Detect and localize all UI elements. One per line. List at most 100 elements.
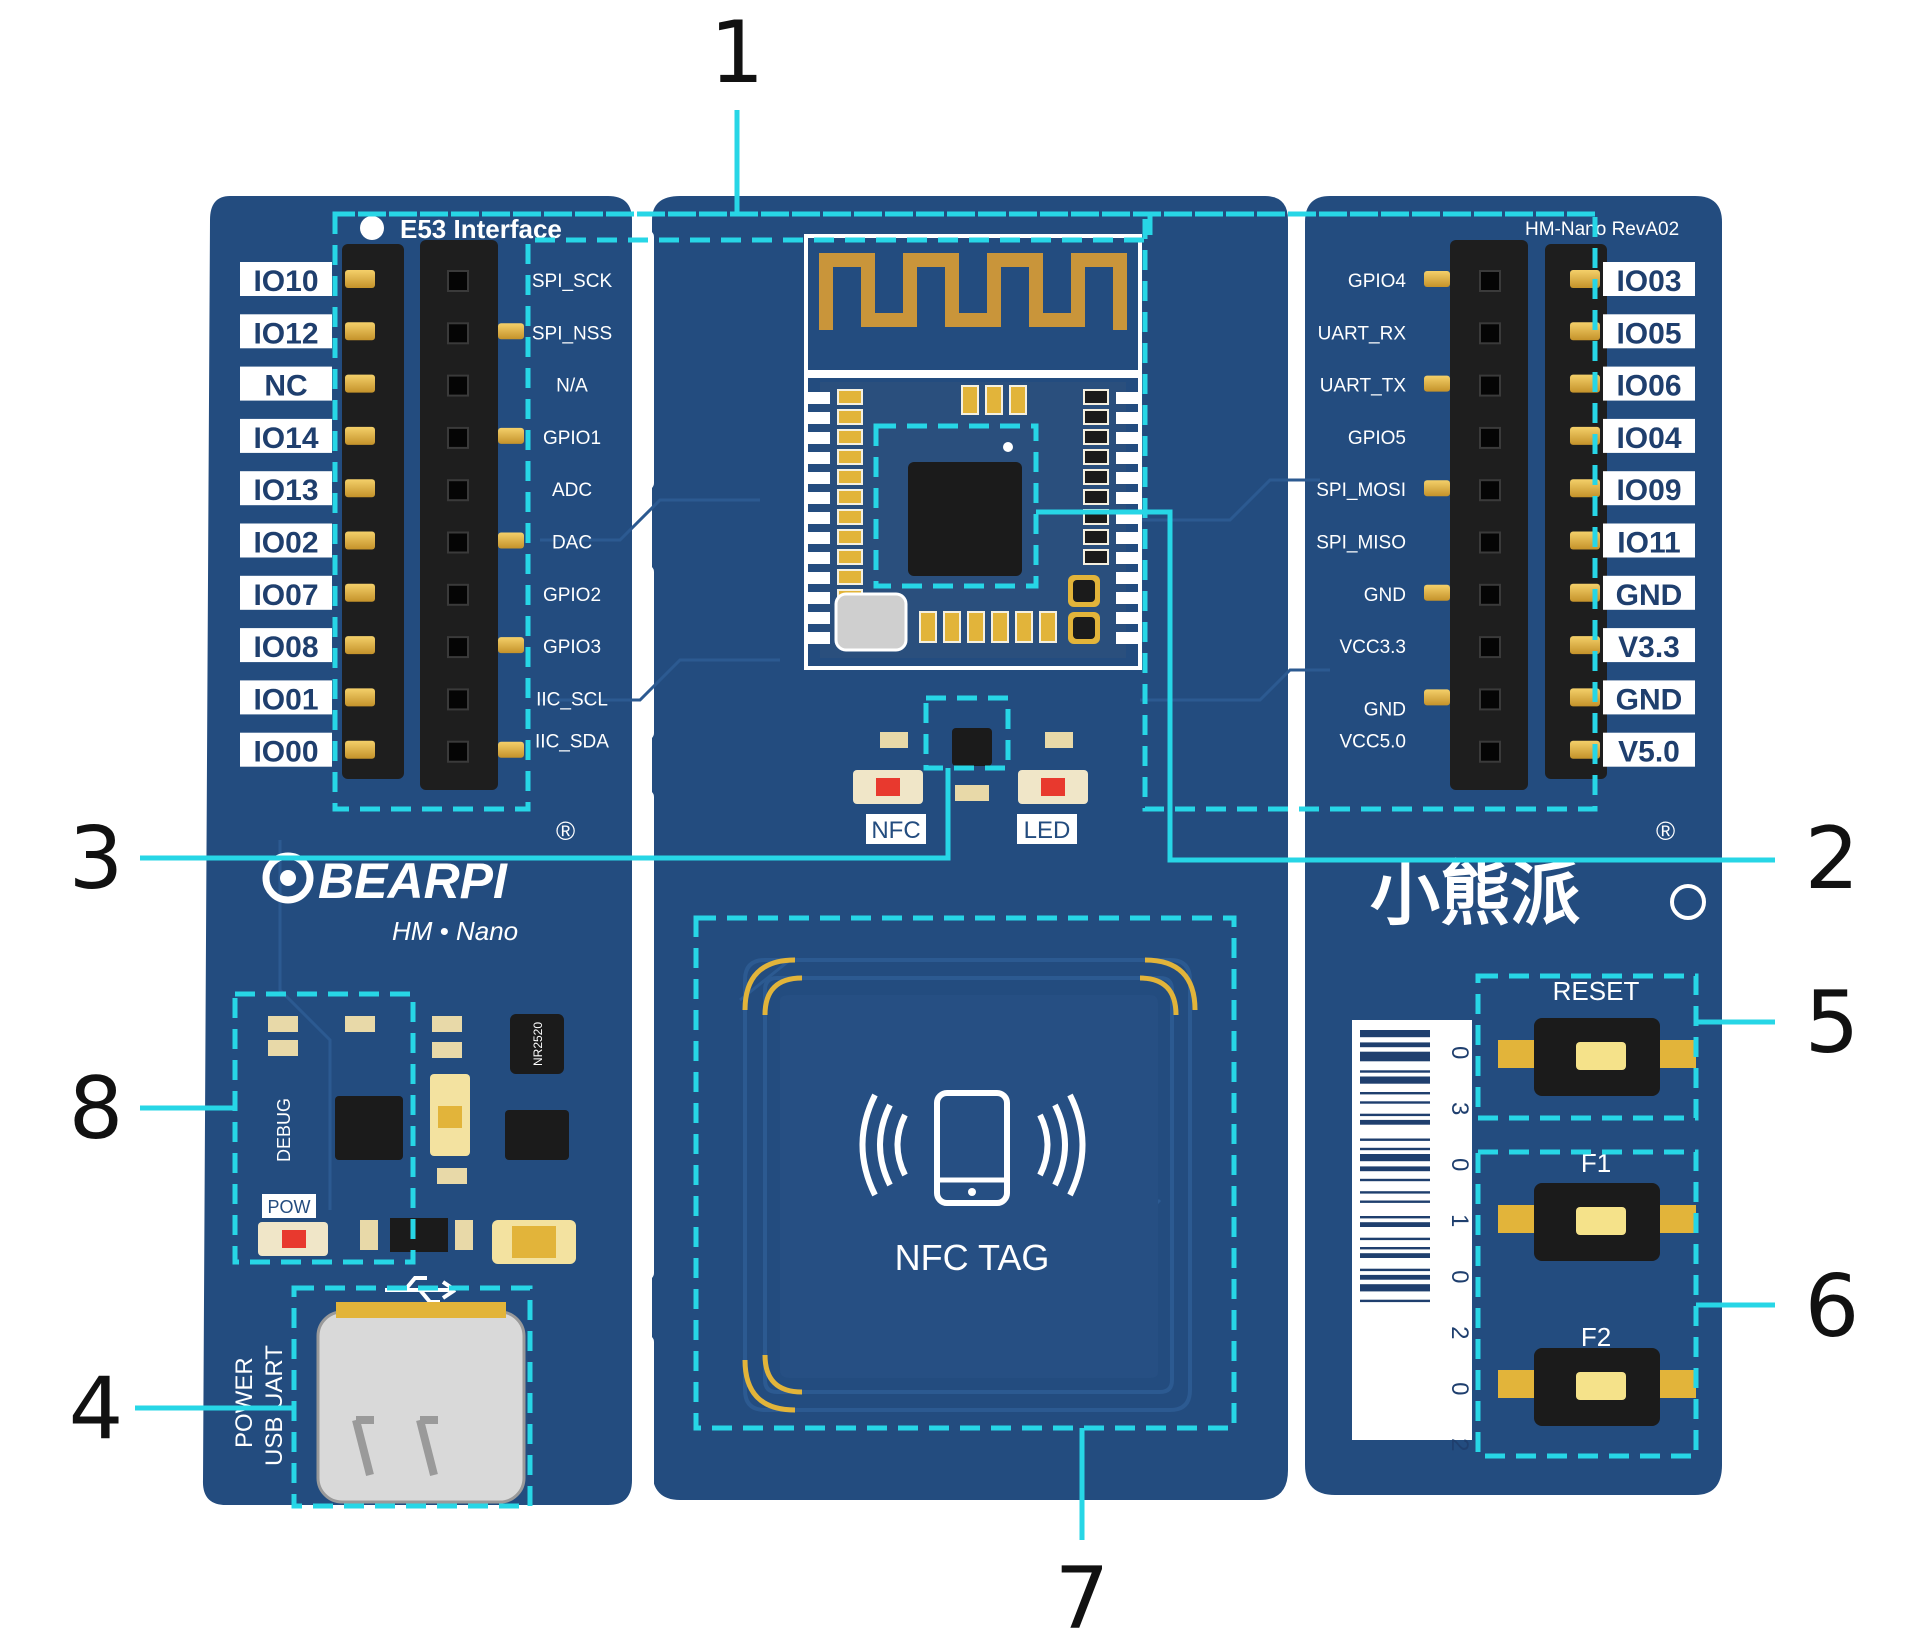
usb-connector (316, 1276, 526, 1504)
debug-circuit: NR2520 POW DEBUG (258, 1014, 576, 1264)
left-io-tag: IO01 (240, 680, 332, 716)
left-side-pin (498, 323, 524, 340)
module-pad (806, 632, 830, 644)
left-side-pin (498, 637, 524, 654)
svg-text:IO07: IO07 (253, 579, 318, 612)
smd-part (961, 385, 979, 415)
right-socket (1479, 322, 1501, 345)
nfc-tag-text: NFC TAG (895, 1237, 1050, 1278)
callout-6: 6 (1805, 1257, 1860, 1357)
left-pin-label: ADC (552, 480, 592, 501)
smd-part (943, 611, 961, 643)
signal-right-icon (1037, 1093, 1086, 1197)
smd-part (1083, 449, 1109, 465)
outline-7 (693, 915, 1237, 1431)
reset-button[interactable] (1498, 1018, 1696, 1096)
svg-text:IO10: IO10 (253, 265, 318, 298)
module-pad (806, 392, 830, 404)
module-pad (806, 612, 830, 624)
module-pad (1116, 452, 1140, 464)
right-socket (1479, 270, 1501, 292)
smd-part (837, 509, 863, 525)
svg-text:IO03: IO03 (1616, 265, 1681, 298)
barcode-bar (1360, 1274, 1430, 1280)
barcode-bar (1360, 1166, 1430, 1172)
model-name: HM • Nano (392, 916, 518, 946)
registered-mark-left: ® (556, 816, 575, 846)
usb-uart-label: USB UART (261, 1345, 288, 1466)
f2-button[interactable] (1498, 1348, 1696, 1426)
right-side-pin (1424, 480, 1450, 497)
left-io-tag: IO08 (240, 628, 332, 664)
barcode-bar (1360, 1178, 1430, 1182)
f1-button[interactable] (1498, 1183, 1696, 1261)
module-pad (1116, 552, 1140, 564)
smd-part (1083, 469, 1109, 485)
callout-8: 8 (69, 1059, 124, 1159)
smd-part (1015, 611, 1033, 643)
barcode-bar (1360, 1284, 1430, 1292)
right-io-tag: GND (1603, 680, 1695, 716)
module-pad (1116, 492, 1140, 504)
right-io-tag: IO09 (1603, 471, 1695, 507)
barcode-bar (1360, 1051, 1430, 1062)
right-pin (1570, 636, 1600, 655)
callout-4: 4 (69, 1359, 124, 1459)
module-pad (806, 572, 830, 584)
pow-label: POW (268, 1197, 311, 1217)
power-label: POWER (231, 1357, 258, 1448)
module-pad (1116, 412, 1140, 424)
smd-part (919, 611, 937, 643)
barcode-bar (1360, 1076, 1430, 1084)
right-io-tag: IO06 (1603, 366, 1695, 403)
left-socket (447, 374, 469, 397)
module-pad (806, 452, 830, 464)
left-socket (447, 740, 469, 763)
module-pad (806, 512, 830, 524)
barcode-bar (1360, 1237, 1430, 1241)
left-pin-label: SPI_SCK (532, 271, 613, 292)
barcode-bar (1360, 1247, 1430, 1250)
right-pin-labels: GPIO4UART_RXUART_TXGPIO5SPI_MOSISPI_MISO… (1316, 271, 1406, 753)
module-pad (806, 412, 830, 424)
svg-text:IO09: IO09 (1616, 474, 1681, 507)
module-pad (1116, 432, 1140, 444)
right-pin-label: GND (1364, 699, 1406, 720)
right-io-tag: GND (1603, 575, 1695, 612)
left-pin-label: IIC_SDA (535, 732, 609, 753)
callout-3: 3 (69, 809, 124, 909)
smd-part (837, 409, 863, 425)
barcode-bar (1360, 1253, 1430, 1258)
right-socket (1479, 426, 1501, 449)
svg-text:V5.0: V5.0 (1618, 736, 1680, 769)
outline-8 (232, 991, 416, 1265)
left-io-tag: NC (240, 366, 332, 403)
barcode-bar (1360, 1222, 1430, 1227)
nfc-label: NFC (871, 817, 920, 844)
svg-text:IO14: IO14 (253, 422, 318, 455)
bear-logo-icon (1670, 884, 1706, 920)
registered-mark-right: ® (1656, 816, 1675, 846)
right-io-tag: IO04 (1603, 418, 1695, 455)
left-pin-label: DAC (552, 533, 592, 554)
callout-2: 2 (1805, 809, 1860, 909)
crystal (834, 592, 908, 652)
smd-part (1039, 611, 1057, 643)
svg-text:IO06: IO06 (1616, 370, 1681, 403)
revision-label: HM-Nano RevA02 (1525, 219, 1679, 240)
left-socket (447, 636, 469, 659)
wifi-module (804, 234, 1142, 670)
module-pad (1116, 632, 1140, 644)
barcode-bar (1360, 1191, 1430, 1194)
smd-part (1009, 385, 1027, 415)
barcode-bar (1360, 1070, 1430, 1073)
smd-part (837, 549, 863, 565)
smd-part (1083, 529, 1109, 545)
smd-part (1083, 489, 1109, 505)
left-socket (447, 322, 469, 345)
signal-left-icon (859, 1093, 908, 1197)
barcode-bar (1360, 1299, 1430, 1303)
left-side-pin (498, 532, 524, 549)
right-pin-label: GND (1364, 585, 1406, 606)
